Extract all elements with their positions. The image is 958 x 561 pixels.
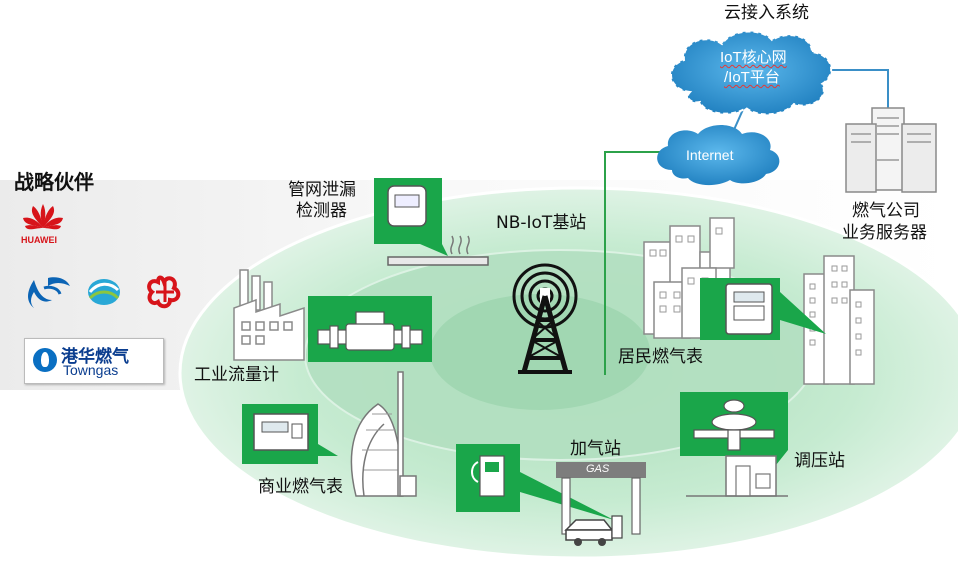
- towngas-name-zh: 港华燃气: [61, 347, 129, 367]
- industrial-meter-label: 工业流量计: [194, 365, 279, 385]
- pipeline-leak-detector: [374, 178, 489, 266]
- towngas-name-en: Towngas: [63, 362, 119, 378]
- commercial-meter-label: 商业燃气表: [258, 477, 343, 497]
- cloud-server-link: [815, 69, 889, 112]
- tower-internet-link: [604, 151, 660, 375]
- huawei-logo: [23, 204, 63, 230]
- residential-meter-label: 居民燃气表: [618, 347, 703, 367]
- china-telecom-logo: [28, 277, 70, 308]
- commercial-gas-meter: [242, 404, 338, 464]
- server-label-line1: 燃气公司: [852, 201, 920, 221]
- internet-cloud: [657, 125, 780, 186]
- regulator-station-label: 调压站: [794, 451, 845, 471]
- server-icon: [845, 107, 937, 193]
- huawei-wordmark: HUAWEI: [21, 235, 57, 245]
- china-unicom-logo: [147, 275, 181, 309]
- cloud-label-text2: /IoT平台: [724, 69, 780, 86]
- commercial-tower: [350, 371, 417, 497]
- towngas-logo: 港华燃气 Towngas: [24, 338, 164, 384]
- base-station-tower: [512, 263, 578, 374]
- pipeline-detector-label-line1: 管网泄漏: [288, 180, 356, 200]
- industrial-flow-meter: [308, 296, 432, 362]
- base-station-label: NB-IoT基站: [496, 213, 587, 233]
- gas-sign-label: GAS: [586, 463, 610, 475]
- pipeline-detector-label-line2: 检测器: [296, 201, 347, 221]
- residential-buildings: [643, 217, 875, 385]
- factory-icon: [233, 269, 305, 361]
- cloud-label-text1: IoT核心网: [720, 49, 787, 66]
- cloud-label-line1: IoT核心网: [720, 46, 787, 67]
- china-mobile-logo: [88, 279, 120, 305]
- server-label-line2: 业务服务器: [842, 223, 927, 243]
- internet-label: Internet: [686, 147, 734, 163]
- towngas-flame-icon: [33, 348, 57, 372]
- page-title: 云接入系统: [724, 3, 809, 23]
- partners-title: 战略伙伴: [14, 170, 94, 194]
- pressure-regulator-station: [680, 392, 788, 497]
- gas-station-label: 加气站: [570, 439, 621, 459]
- cloud-label-line2: /IoT平台: [724, 66, 780, 87]
- residential-gas-meter: [700, 278, 826, 340]
- coverage-inner-ellipse: [430, 294, 650, 410]
- iot-core-cloud: [670, 30, 833, 116]
- gas-station: [456, 444, 646, 546]
